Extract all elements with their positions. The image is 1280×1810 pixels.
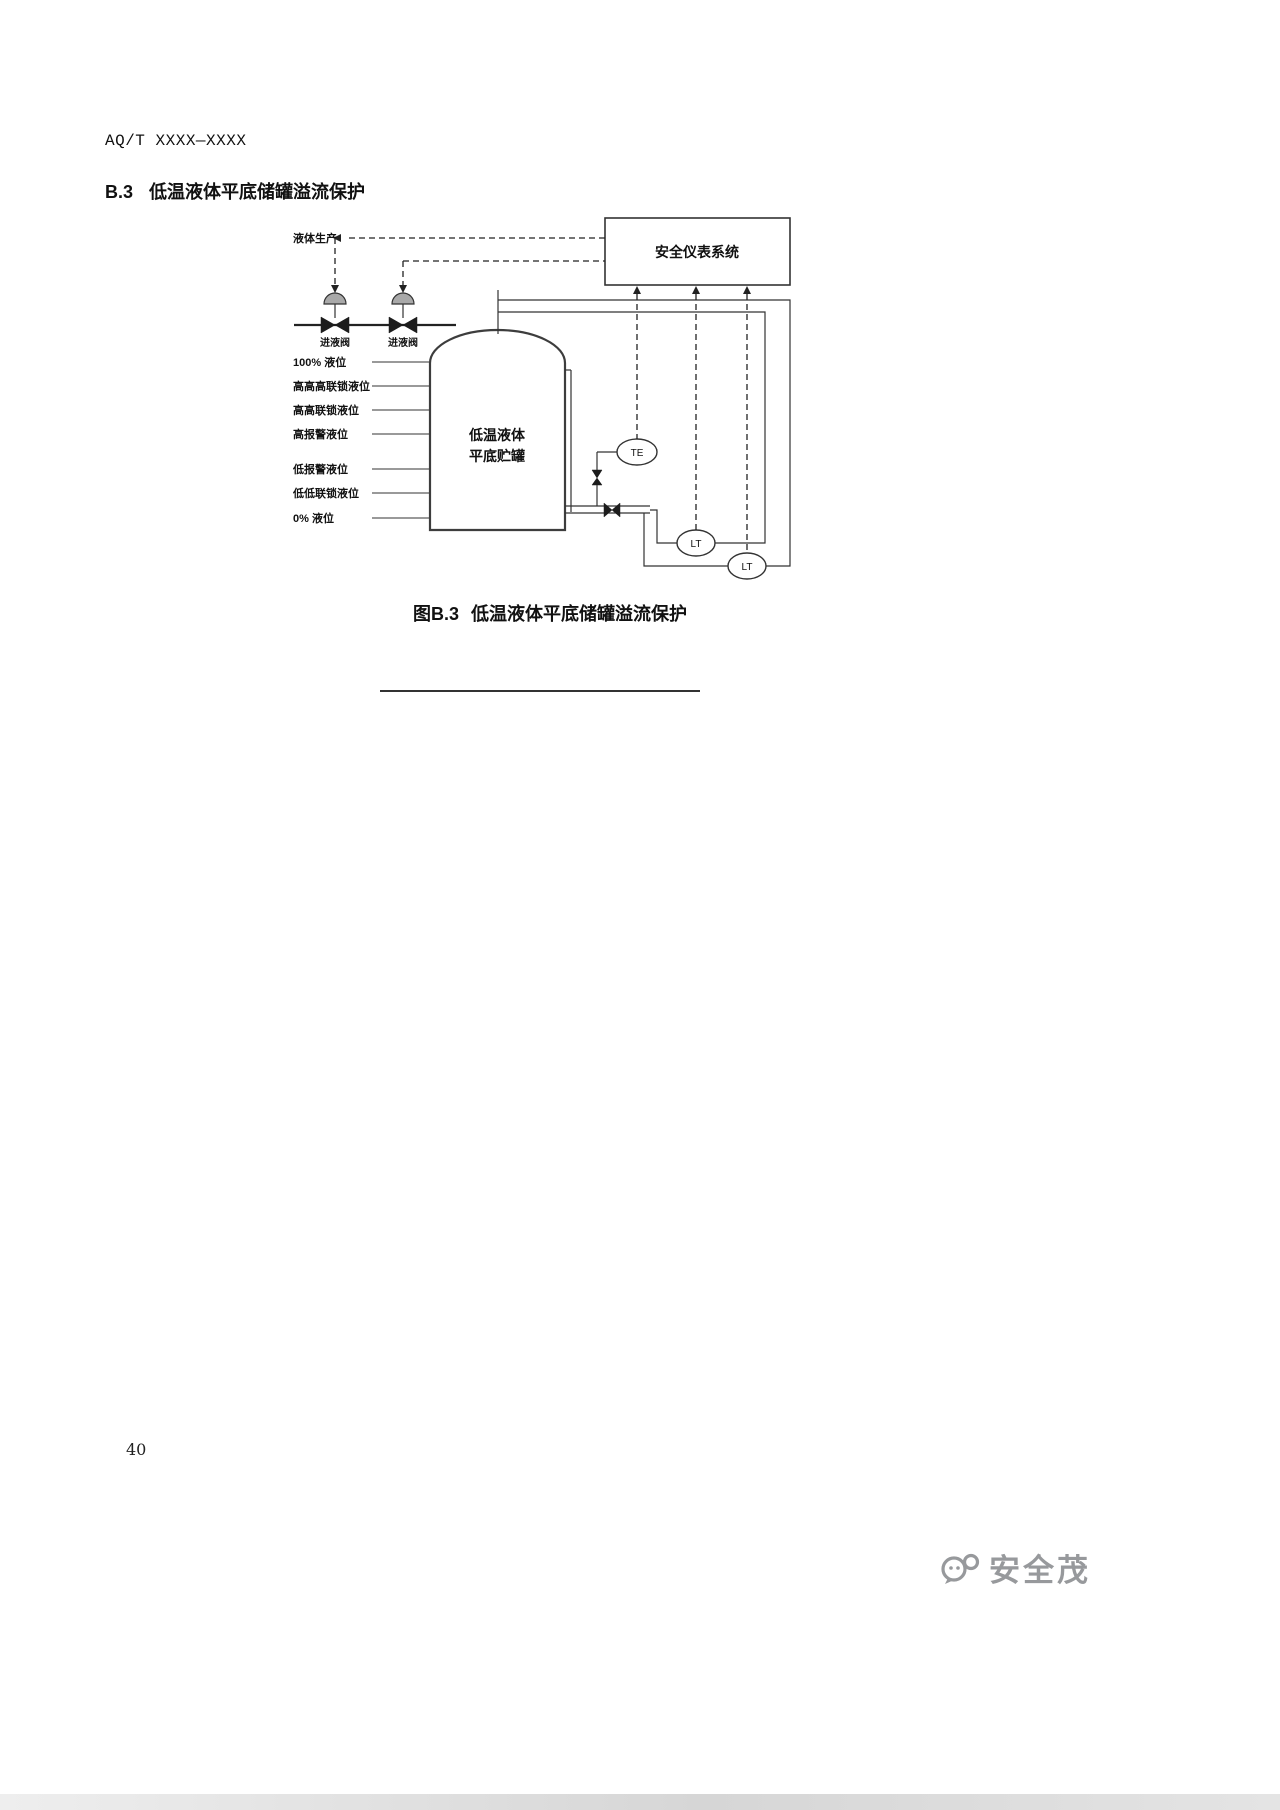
inlet-valve-1: 进液阀 [320,292,350,349]
level-label-7: 0% 液位 [293,511,334,525]
liquid-production-label: 液体生产 [293,231,337,245]
brand-logo-icon [941,1553,980,1584]
safety-system-label: 安全仪表系统 [655,244,739,260]
lt-transmitter-2: LT [727,552,767,580]
arrow-up-icon [743,286,751,294]
signal-arrows [331,234,751,294]
valve-actuator-icon [323,292,347,305]
bottom-gradient-bar [0,1794,1280,1810]
lt1-tag: LT [691,539,702,550]
end-of-text-divider [380,690,700,692]
te-tag: TE [631,448,644,459]
small-valve-icon [591,469,603,479]
figure-caption: 图B.3 低温液体平底储罐溢流保护 [280,600,820,626]
page-number: 40 [126,1440,147,1459]
section-heading: B.3 低温液体平底储罐溢流保护 [105,178,365,204]
level-label-2: 高高高联锁液位 [293,379,370,393]
safety-system-box: 安全仪表系统 [604,217,791,286]
figure-title: 低温液体平底储罐溢流保护 [471,604,687,624]
storage-tank: 低温液体 平底贮罐 [428,328,567,532]
level-label-1: 100% 液位 [293,355,346,369]
valve-body-icon [320,316,336,334]
inlet-valve-2-label: 进液阀 [388,336,418,349]
valve-actuator-icon [391,292,415,305]
section-title: 低温液体平底储罐溢流保护 [149,182,366,202]
lt-transmitter-1: LT [676,529,716,557]
level-label-4: 高报警液位 [293,427,348,441]
arrow-down-icon [331,285,339,293]
arrow-down-icon [399,285,407,293]
overflow-protection-diagram: 低温液体 平底贮罐 进液阀 [292,217,791,580]
brand-watermark: 安全茂 [938,1545,1091,1590]
level-label-3: 高高联锁液位 [293,403,359,417]
level-labels: 100% 液位 高高高联锁液位 高高联锁液位 高报警液位 低报警液位 低低联锁液… [292,355,370,525]
level-lines [372,361,429,519]
section-number: B.3 [105,182,134,202]
arrow-left-icon [333,234,341,242]
tank-label-line2: 平底贮罐 [469,448,525,464]
brand-name: 安全茂 [989,1553,1091,1588]
document-code: AQ/T XXXX—XXXX [105,132,247,150]
lt2-instrument-bubble [727,552,767,580]
valve-body-icon [388,316,404,334]
inlet-valve-1-label: 进液阀 [320,336,350,349]
te-assembly: TE [591,438,658,506]
inlet-valve-2: 进液阀 [388,292,418,349]
figure-number: 图B.3 [412,604,459,624]
level-label-6: 低低联锁液位 [292,486,359,500]
lt2-tag: LT [742,562,753,573]
signal-lines [334,237,748,553]
arrow-up-icon [633,286,641,294]
drain-valve-icon [603,502,621,518]
tank-label-line1: 低温液体 [468,427,526,443]
arrow-up-icon [692,286,700,294]
level-label-5: 低报警液位 [292,462,348,476]
